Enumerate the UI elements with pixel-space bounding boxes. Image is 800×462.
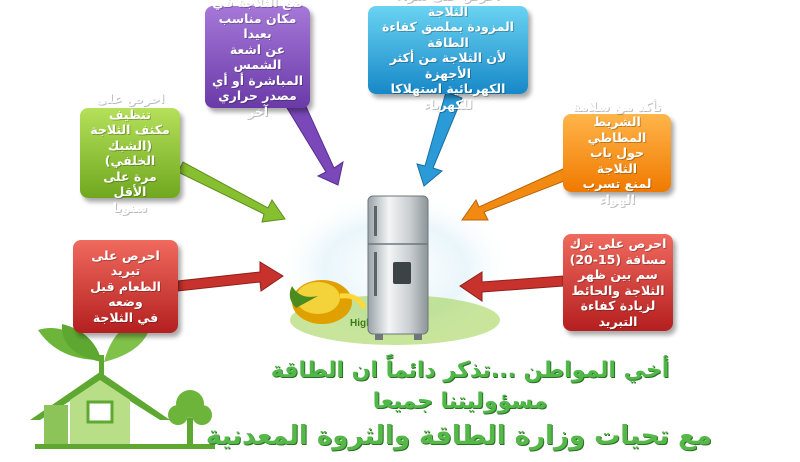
tip-wall-spacing-box: احرص على ترك مسافة (15-20) سم بين ظهر ال… bbox=[563, 234, 673, 331]
arrow-red-left bbox=[177, 261, 284, 292]
arrow-green bbox=[177, 161, 286, 223]
svg-text:High: High bbox=[350, 318, 372, 329]
tip-energy-label-box: احرص على شراء الثلاجة المزودة بملصق كفاء… bbox=[368, 0, 528, 112]
footer-reminder-line: أخي المواطن ...تذكر دائماً ان الطاقة bbox=[270, 358, 670, 383]
tip-cleaning-box: احرص على تنظيف مكثف الثلاجة (الشبك الخلف… bbox=[80, 91, 180, 215]
footer-responsibility-line: مسؤوليتنا جميعا bbox=[372, 389, 548, 414]
arrow-purple bbox=[286, 99, 344, 186]
energy-bulb-illustration: High bbox=[289, 280, 372, 329]
arrow-blue bbox=[416, 91, 463, 187]
tip-placement-box: ضع الثلاجة في مكان مناسب بعيدا عن اشعة ا… bbox=[205, 0, 310, 119]
footer-ministry-line: مع تحيات وزارة الطاقة والثروة المعدنية bbox=[205, 421, 712, 451]
tip-cool-food-box: احرص على تبريد الطعام قبل وضعه في الثلاج… bbox=[73, 240, 178, 333]
refrigerator-image bbox=[367, 195, 429, 340]
arrow-orange bbox=[461, 167, 573, 221]
tip-door-seal-box: تأكد من سلامة الشريط المطاطي حول باب الث… bbox=[563, 99, 671, 207]
arrow-red-right bbox=[459, 271, 564, 302]
green-house-logo bbox=[30, 314, 215, 449]
